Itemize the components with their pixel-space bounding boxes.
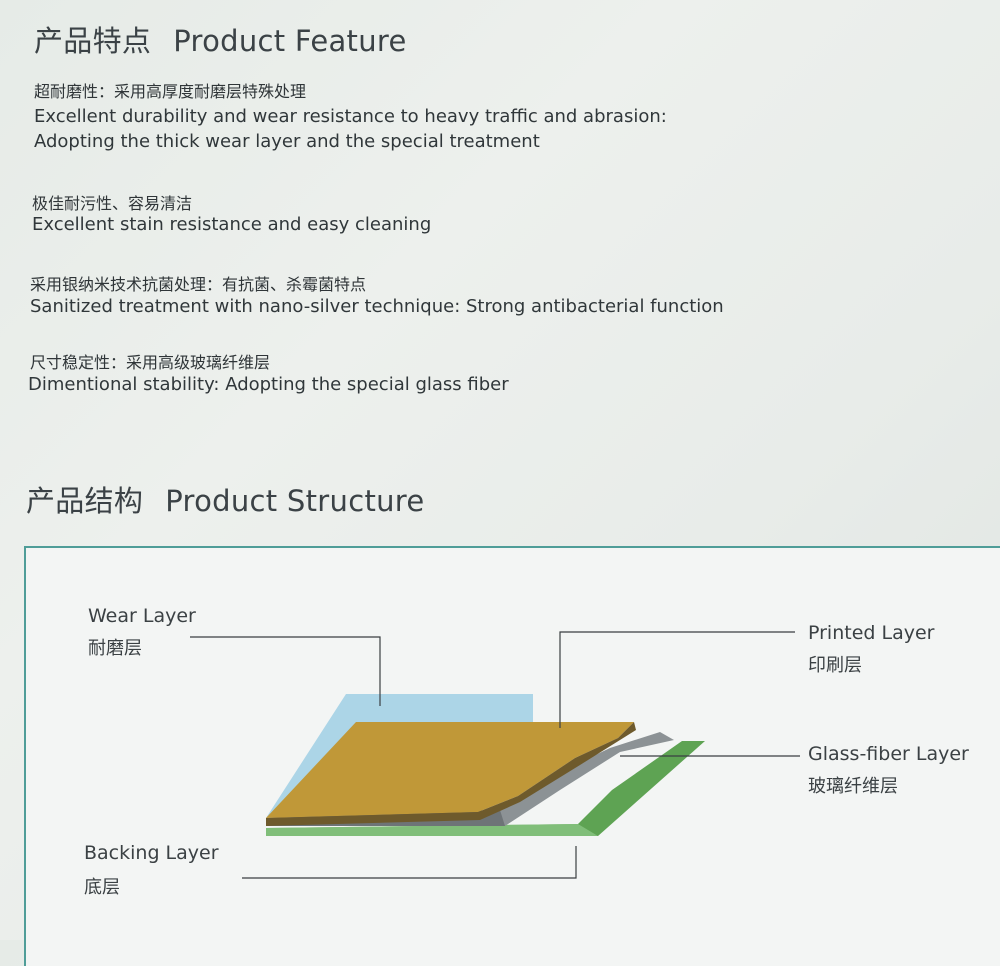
wear-layer-label-en: Wear Layer [88,605,196,627]
feature-item-4-zh: 尺寸稳定性：采用高级玻璃纤维层 [30,353,271,372]
printed-layer-edge [266,722,636,826]
feature-item-2-en: Excellent stain resistance and easy clea… [32,214,432,235]
wear-layer-label-zh: 耐磨层 [88,638,142,659]
feature-item-1-en-line-1: Excellent durability and wear resistance… [34,106,667,127]
feature-section-title: 产品特点 Product Feature [34,18,407,60]
feature-title-en: Product Feature [173,24,407,58]
backing-layer-edge [266,824,598,836]
feature-item-2-zh: 极佳耐污性、容易清洁 [32,194,193,213]
structure-section-title: 产品结构 Product Structure [26,478,425,520]
layer-structure-diagram [190,631,800,879]
printed-leader-line [559,631,795,728]
feature-item-1-en-line-2: Adopting the thick wear layer and the sp… [34,131,540,152]
feature-item-1-zh: 超耐磨性：采用高厚度耐磨层特殊处理 [34,82,307,101]
backing-layer-label-en: Backing Layer [84,842,219,864]
backing-leader-line [242,846,577,879]
printed-layer-shape [266,722,634,818]
feature-item-3-zh: 采用银纳米技术抗菌处理：有抗菌、杀霉菌特点 [30,275,367,294]
glass-fiber-layer-shape [266,732,674,826]
backing-layer-label-zh: 底层 [84,877,120,898]
structure-title-en: Product Structure [165,484,425,518]
feature-item-4-en: Dimentional stability: Adopting the spec… [28,374,509,395]
backing-layer-shape [266,741,705,836]
printed-layer-label-en: Printed Layer [808,622,935,644]
structure-title-zh: 产品结构 [26,484,144,518]
wear-leader-line [190,636,381,706]
feature-item-3-en: Sanitized treatment with nano-silver tec… [30,296,724,317]
glass-fiber-layer-label-en: Glass-fiber Layer [808,743,969,765]
feature-title-zh: 产品特点 [34,24,152,58]
glass-fiber-layer-label-zh: 玻璃纤维层 [808,776,898,797]
printed-layer-label-zh: 印刷层 [808,655,862,676]
